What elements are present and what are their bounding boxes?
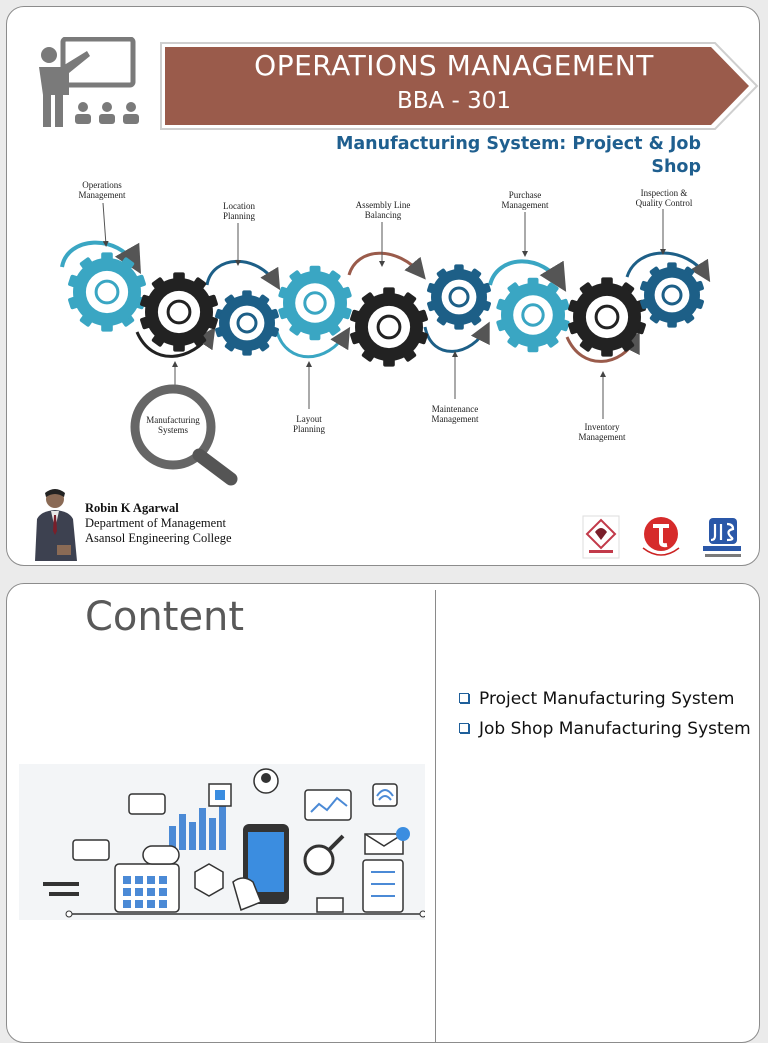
techno-india-logo	[642, 517, 680, 556]
presentation-teacher-icon	[39, 37, 139, 127]
course-title: OPERATIONS MANAGEMENT	[254, 49, 654, 82]
magnifier-icon	[130, 384, 238, 486]
gear-maintenance-icon	[427, 264, 491, 330]
author-photo	[35, 489, 77, 561]
content-title: Content	[85, 594, 245, 640]
author-department: Department of Management	[85, 516, 226, 530]
content-slide: Content	[6, 583, 760, 1043]
content-bullet-list: Project Manufacturing System Job Shop Ma…	[457, 688, 753, 748]
gear-location-icon	[215, 290, 279, 356]
bullet-item-project: Project Manufacturing System	[457, 688, 753, 711]
title-banner	[160, 42, 759, 130]
column-divider	[435, 590, 436, 1042]
college-crest-logo	[582, 515, 620, 559]
partner-logos	[582, 515, 741, 559]
gear-inspection-icon	[640, 262, 704, 328]
label-maintenance-management: Maintenance Management	[431, 404, 479, 424]
gear-inventory-icon	[568, 277, 646, 357]
gear-process-diagram: Operations Management Location Planning …	[7, 167, 759, 487]
technology-network-illustration	[19, 764, 425, 920]
square-bullet-icon	[459, 693, 469, 703]
square-bullet-icon	[459, 723, 469, 733]
slide-subtitle: Manufacturing System: Project & Job Shop	[335, 134, 701, 177]
author-info: Robin K Agarwal Department of Management…	[85, 501, 232, 546]
label-manufacturing-systems: Manufacturing Systems	[146, 415, 200, 435]
author-college: Asansol Engineering College	[85, 531, 232, 545]
cycle-arrow	[60, 240, 141, 274]
label-operations-management: Operations Management	[78, 180, 126, 200]
label-inspection-quality-control: Inspection & Quality Control	[635, 188, 693, 208]
label-inventory-management: Inventory Management	[578, 422, 626, 442]
author-name: Robin K Agarwal	[85, 501, 179, 515]
label-layout-planning: Layout Planning	[292, 414, 325, 434]
course-code: BBA - 301	[396, 88, 512, 114]
label-location-planning: Location Planning	[222, 201, 255, 221]
gear-purchase-icon	[496, 277, 570, 353]
jis-group-logo	[703, 518, 741, 557]
label-purchase-management: Purchase Management	[501, 190, 549, 210]
title-slide: OPERATIONS MANAGEMENT BBA - 301 Manufact…	[6, 6, 760, 566]
label-assembly-line-balancing: Assembly Line Balancing	[355, 200, 411, 220]
gear-assembly-icon	[350, 287, 428, 367]
gear-manufacturing-icon	[140, 272, 218, 352]
gear-layout-icon	[278, 265, 352, 341]
bullet-item-job-shop: Job Shop Manufacturing System	[457, 718, 753, 741]
